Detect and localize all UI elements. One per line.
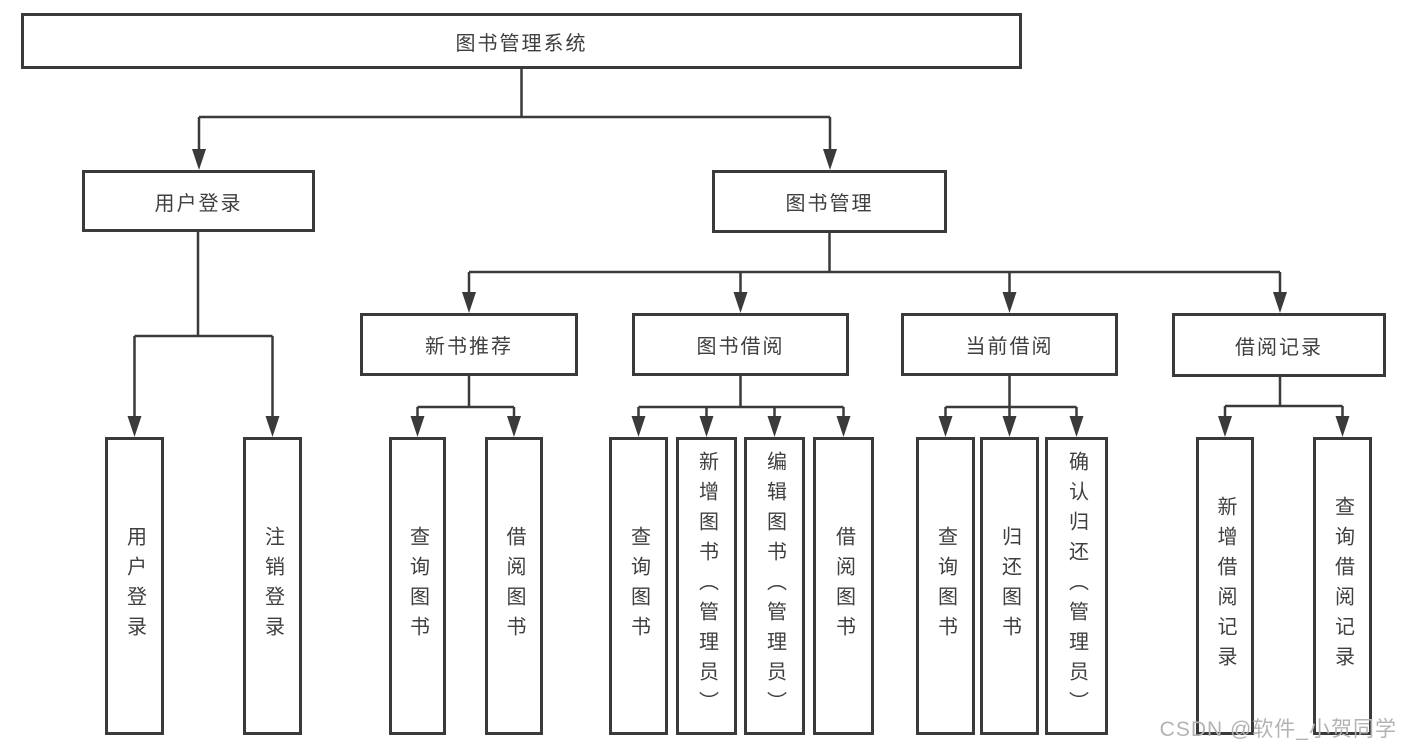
arrow-down-icon [767, 416, 782, 437]
arrow-down-icon [410, 416, 425, 437]
node-book-mgmt: 图书管理 [712, 170, 947, 233]
node-new-book: 新书推荐 [360, 313, 578, 376]
arrow-down-icon [192, 149, 206, 170]
node-label: 当前借阅 [965, 336, 1054, 358]
node-label: 借阅图书 [503, 526, 525, 646]
arrow-down-icon [127, 416, 142, 437]
node-label: 新增借阅记录 [1214, 496, 1236, 676]
node-leaf-bb-query: 查询图书 [609, 437, 668, 735]
node-label: 查询图书 [406, 526, 429, 646]
node-label: 归还图书 [998, 526, 1021, 646]
node-label: 查询借阅记录 [1331, 496, 1354, 676]
node-leaf-br-add: 新增借阅记录 [1196, 437, 1254, 735]
arrow-down-icon [1002, 416, 1017, 437]
node-borrow: 图书借阅 [632, 313, 849, 376]
arrow-down-icon [1218, 416, 1232, 437]
node-leaf-cb-query: 查询图书 [916, 437, 975, 735]
arrow-down-icon [631, 416, 646, 437]
csdn-watermark: CSDN @软件_小贺同学 [1159, 718, 1397, 741]
arrow-down-icon [1335, 416, 1350, 437]
arrow-down-icon [1273, 292, 1287, 313]
node-label: 查询图书 [934, 526, 957, 646]
node-leaf-bb-edit: 编辑图书（管理员） [744, 437, 805, 735]
arrow-down-icon [699, 416, 714, 437]
node-leaf-br-query: 查询借阅记录 [1313, 437, 1372, 735]
tree-branch-lines [133, 69, 1344, 431]
node-label: 确认归还（管理员） [1065, 451, 1088, 721]
node-label: 借阅图书 [832, 526, 855, 646]
node-leaf-bb-add: 新增图书（管理员） [676, 437, 737, 735]
arrow-down-icon [823, 149, 837, 170]
node-label: 用户登录 [154, 192, 243, 215]
node-label: 注销登录 [261, 526, 284, 646]
node-current: 当前借阅 [901, 313, 1118, 376]
node-leaf-nb-query: 查询图书 [389, 437, 446, 735]
arrow-down-icon [1002, 292, 1017, 313]
arrow-down-icon [265, 416, 280, 437]
node-label: 借阅记录 [1235, 336, 1323, 359]
node-label: 新书推荐 [425, 336, 513, 358]
node-label: 编辑图书（管理员） [763, 451, 786, 721]
node-label: 图书管理 [785, 193, 874, 215]
node-label: 用户登录 [123, 526, 146, 646]
node-label: 查询图书 [627, 526, 650, 646]
node-leaf-user-login: 用户登录 [105, 437, 164, 735]
arrow-down-icon [938, 416, 953, 437]
node-label: 新增图书（管理员） [695, 451, 718, 721]
arrow-down-icon [462, 292, 476, 313]
arrow-down-icon [1069, 416, 1084, 437]
node-root: 图书管理系统 [21, 13, 1022, 69]
node-label: 图书借阅 [696, 336, 785, 358]
node-leaf-logout: 注销登录 [243, 437, 302, 735]
node-leaf-nb-borrow: 借阅图书 [485, 437, 543, 735]
arrow-down-icon [836, 416, 851, 437]
node-label: 图书管理系统 [455, 32, 588, 55]
node-user-login: 用户登录 [82, 170, 315, 232]
arrow-down-icon [733, 292, 748, 313]
node-leaf-cb-confirm: 确认归还（管理员） [1045, 437, 1108, 735]
node-leaf-bb-borrow: 借阅图书 [813, 437, 874, 735]
node-record: 借阅记录 [1172, 313, 1386, 377]
node-leaf-cb-return: 归还图书 [980, 437, 1039, 735]
arrow-down-icon [507, 416, 521, 437]
